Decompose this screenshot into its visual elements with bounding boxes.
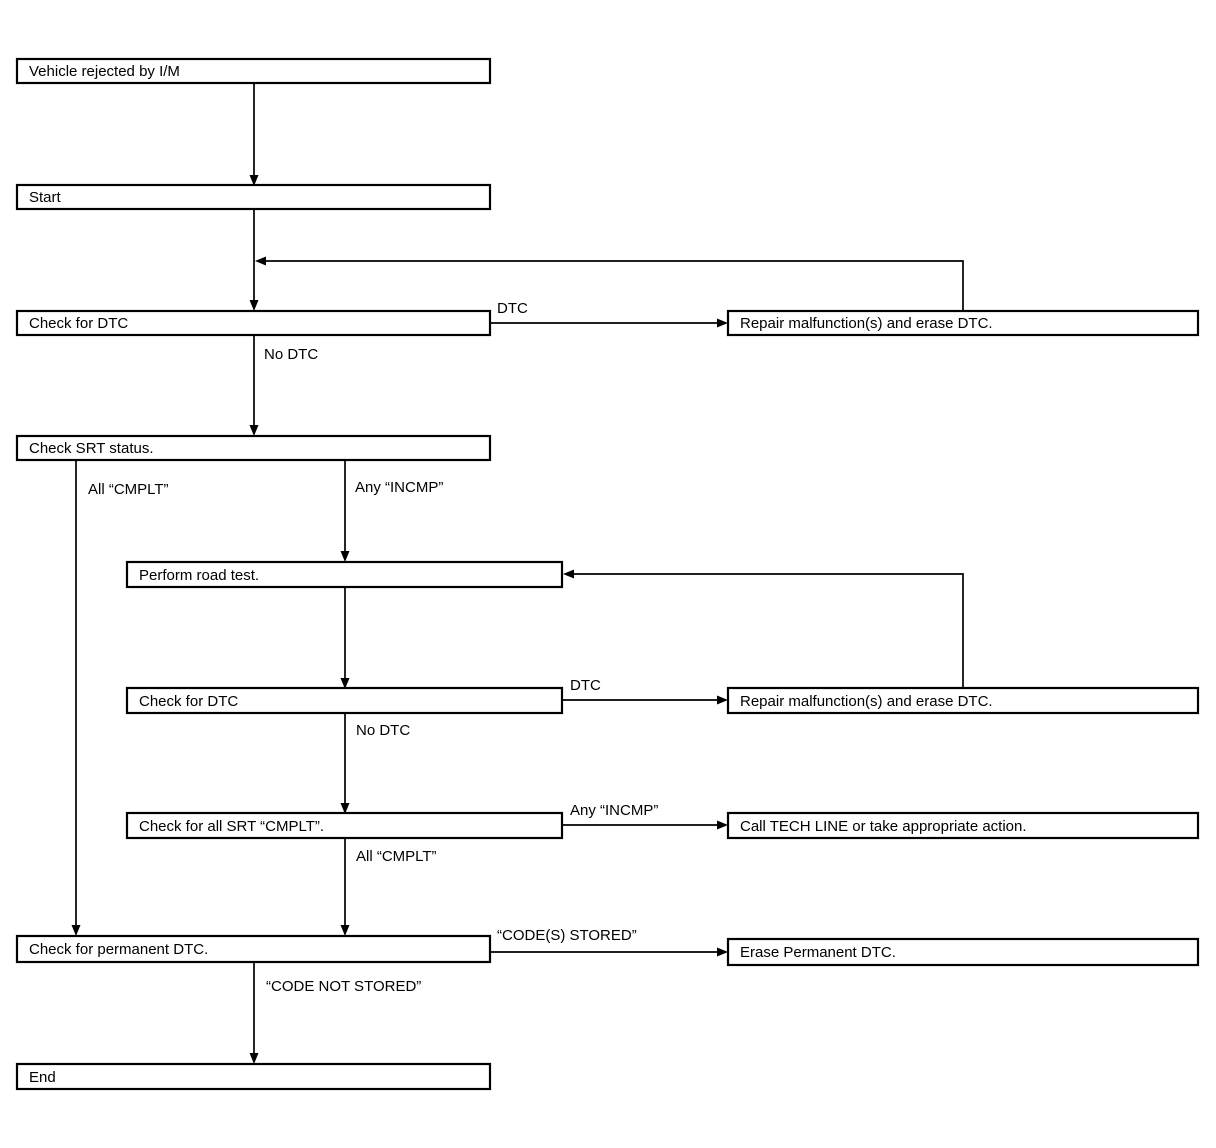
node-vehicle-rejected[interactable]: Vehicle rejected by I/M [15, 57, 492, 85]
connector-permanent-dtc-to-end [249, 962, 259, 1064]
edge-label-dtc-2: DTC [570, 677, 601, 694]
edge-label-dtc-1: DTC [497, 300, 528, 317]
node-label-end: End [29, 1069, 56, 1086]
node-label-check-dtc-2: Check for DTC [139, 693, 238, 710]
node-repair-1[interactable]: Repair malfunction(s) and erase DTC. [726, 309, 1200, 337]
node-label-vehicle-rejected: Vehicle rejected by I/M [29, 63, 180, 80]
node-check-srt-status[interactable]: Check SRT status. [15, 434, 492, 462]
node-label-check-permanent-dtc: Check for permanent DTC. [29, 941, 208, 958]
edge-label-no-dtc-1: No DTC [264, 346, 318, 363]
node-label-call-tech-line: Call TECH LINE or take appropriate actio… [740, 818, 1027, 835]
node-perform-road-test[interactable]: Perform road test. [125, 560, 564, 589]
node-label-check-all-srt-cmplt: Check for all SRT “CMPLT”. [139, 818, 324, 835]
node-label-check-srt-status: Check SRT status. [29, 440, 154, 457]
node-label-check-dtc-1: Check for DTC [29, 315, 128, 332]
edge-label-all-cmplt-2: All “CMPLT” [356, 848, 437, 865]
edge-label-code-not-stored: “CODE NOT STORED” [266, 978, 421, 995]
edge-label-any-incmp-2: Any “INCMP” [570, 802, 658, 819]
node-check-all-srt-cmplt[interactable]: Check for all SRT “CMPLT”. [125, 811, 564, 840]
node-label-repair-1: Repair malfunction(s) and erase DTC. [740, 315, 993, 332]
connector-repair-2-feedback-loop [563, 569, 964, 689]
node-repair-2[interactable]: Repair malfunction(s) and erase DTC. [726, 686, 1200, 715]
node-start[interactable]: Start [15, 183, 492, 211]
node-check-dtc-2[interactable]: Check for DTC [125, 686, 564, 715]
connector-check-dtc-2-to-check-all-srt [340, 712, 350, 814]
edge-label-codes-stored: “CODE(S) STORED” [497, 927, 637, 944]
edge-label-all-cmplt-1: All “CMPLT” [88, 481, 169, 498]
connector-check-dtc-1-to-check-srt-status [249, 334, 259, 436]
node-check-dtc-1[interactable]: Check for DTC [15, 309, 492, 337]
node-label-perform-road-test: Perform road test. [139, 567, 259, 584]
connector-repair-1-feedback-loop [255, 256, 964, 311]
connector-vehicle-rejected-to-start [249, 83, 259, 186]
node-label-repair-2: Repair malfunction(s) and erase DTC. [740, 693, 993, 710]
node-label-erase-permanent-dtc: Erase Permanent DTC. [740, 944, 896, 961]
node-end[interactable]: End [15, 1062, 492, 1091]
connector-start-to-check-dtc-1 [249, 208, 259, 311]
connector-perform-road-test-to-check-dtc-2 [340, 587, 350, 689]
edge-label-no-dtc-2: No DTC [356, 722, 410, 739]
node-label-start: Start [29, 189, 62, 206]
node-erase-permanent-dtc[interactable]: Erase Permanent DTC. [726, 937, 1200, 967]
edge-label-any-incmp-1: Any “INCMP” [355, 479, 443, 496]
connector-check-all-srt-to-permanent-dtc [340, 837, 350, 936]
connector-check-srt-all-cmplt-to-permanent-dtc [71, 459, 81, 936]
node-call-tech-line[interactable]: Call TECH LINE or take appropriate actio… [726, 811, 1200, 840]
node-check-permanent-dtc[interactable]: Check for permanent DTC. [15, 934, 492, 964]
connector-check-srt-to-perform-road-test [340, 459, 350, 562]
